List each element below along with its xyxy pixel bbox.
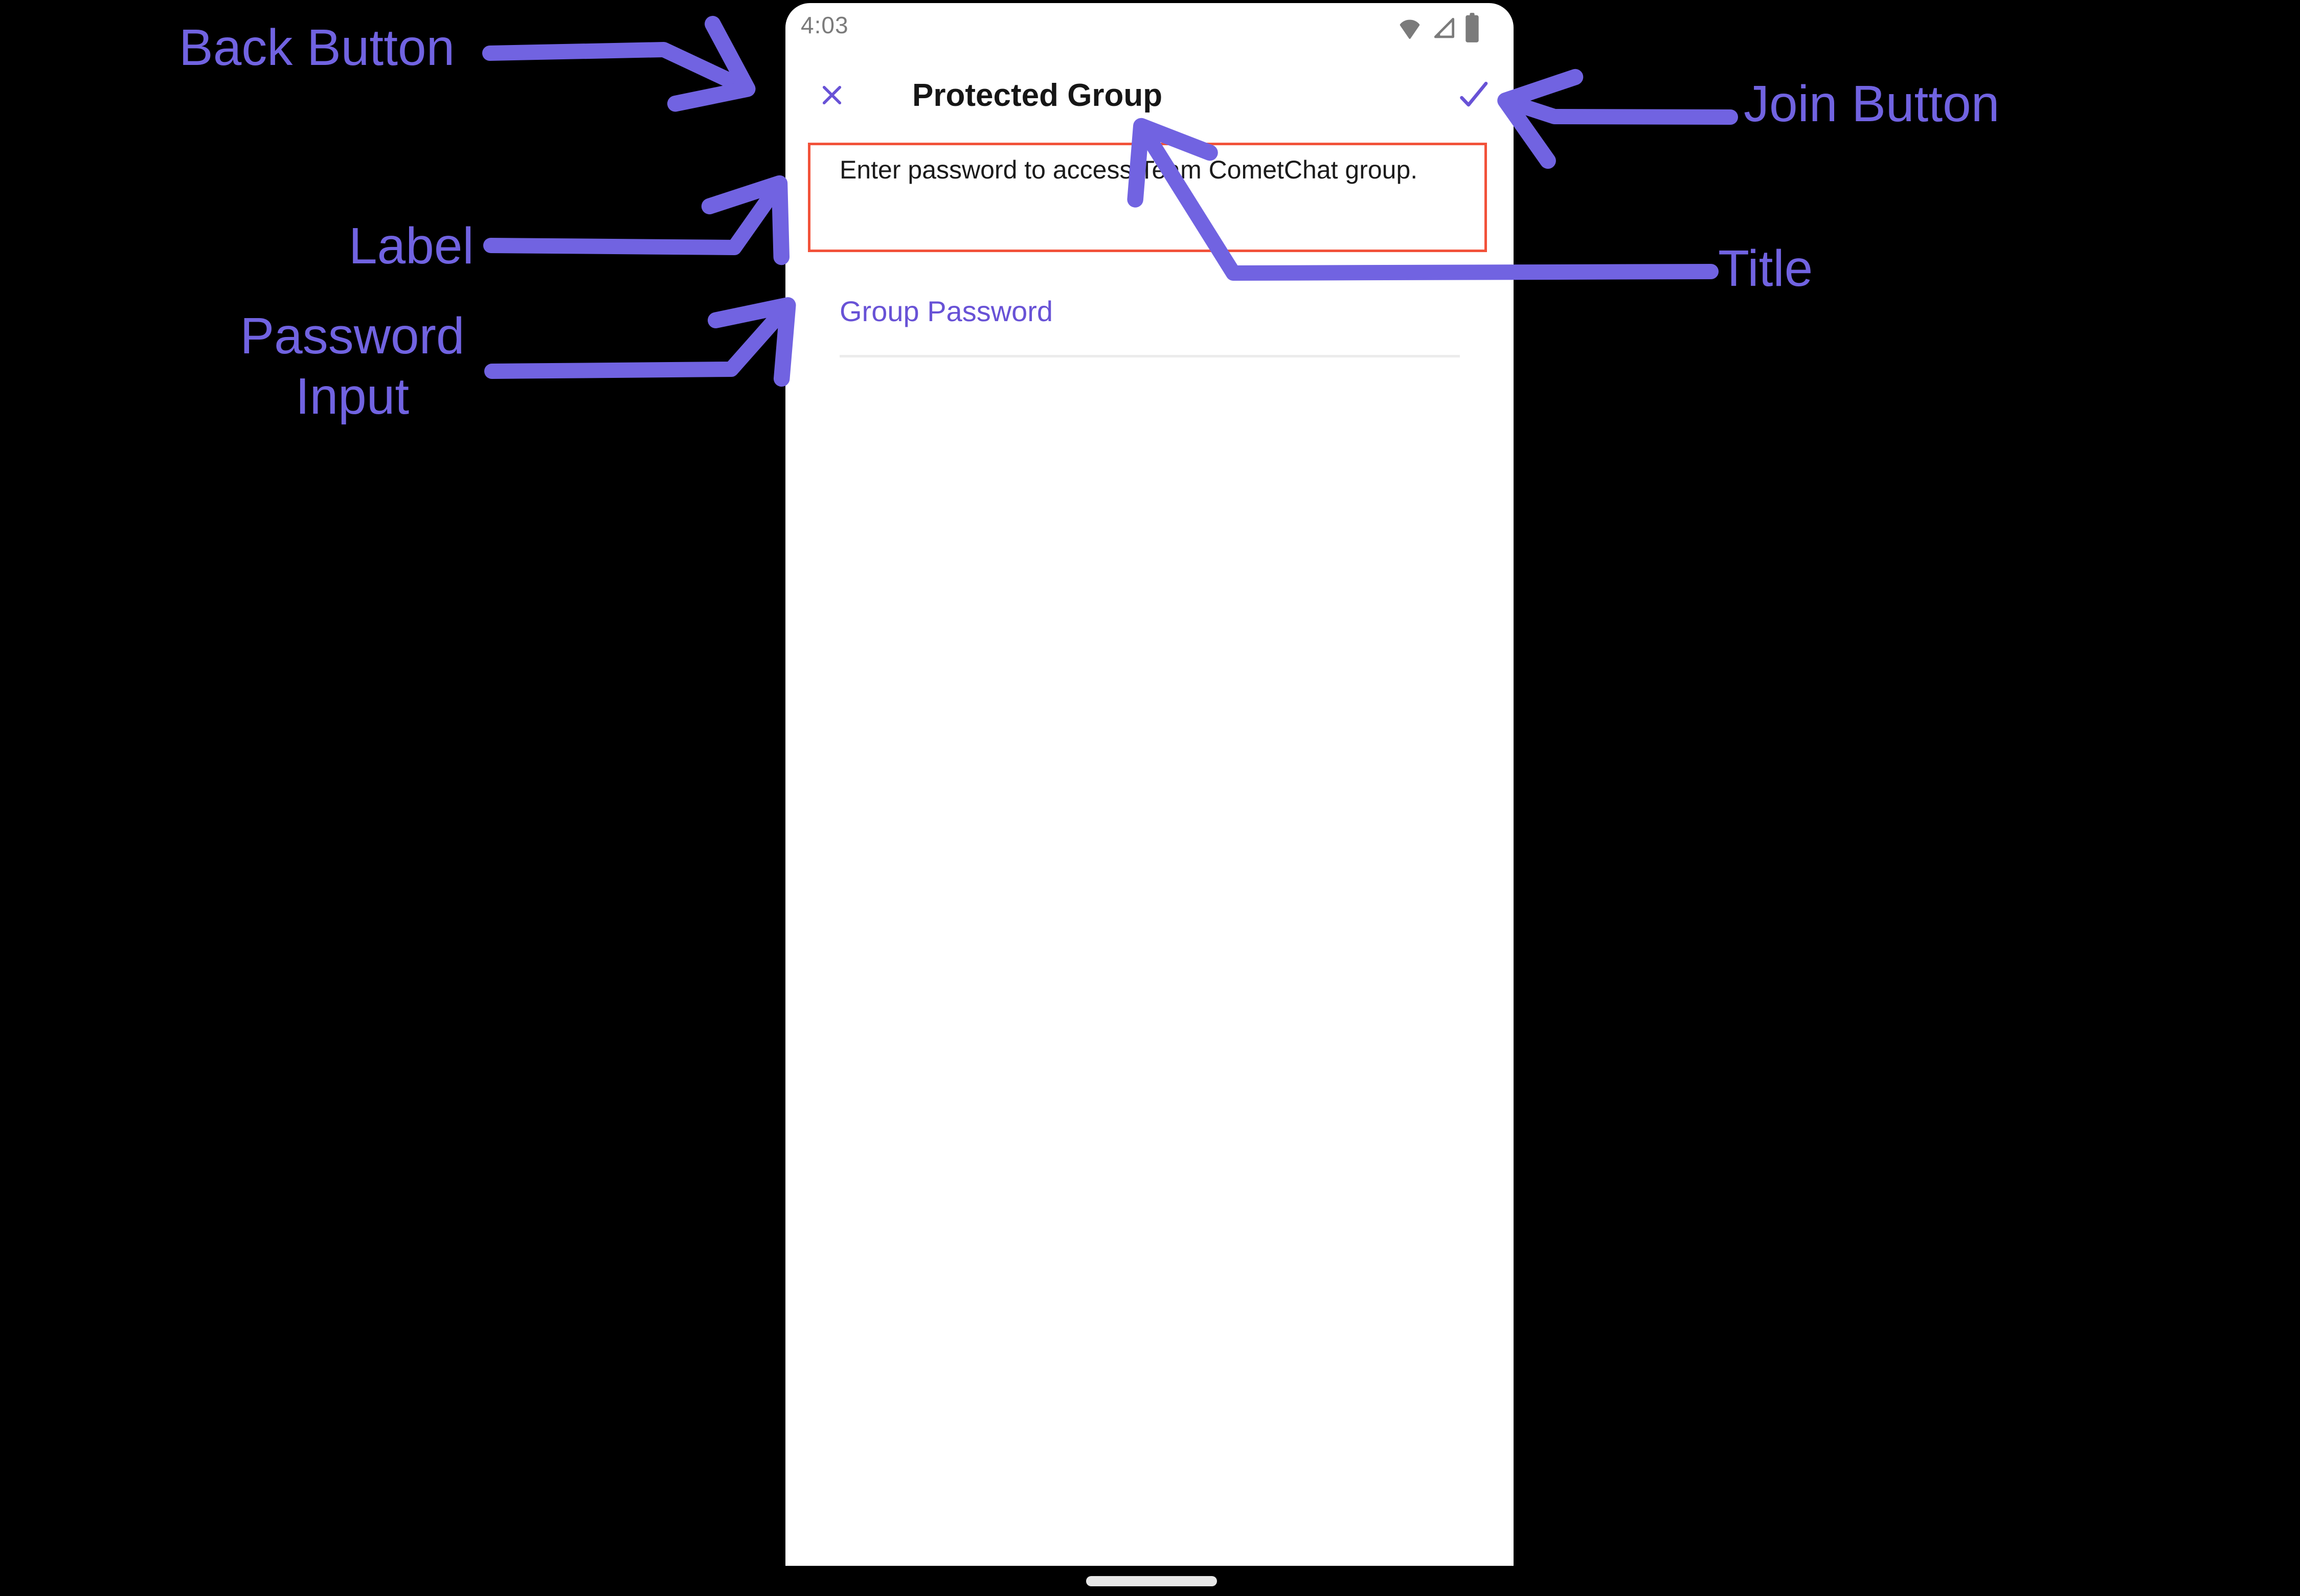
annotation-label: Label [349, 217, 474, 275]
annotation-password-input-line2: Input [295, 368, 410, 425]
cell-signal-icon [1434, 17, 1455, 38]
phone-screen: 4:03 [785, 3, 1514, 1566]
status-time: 4:03 [801, 12, 849, 38]
back-button-arrow [482, 16, 756, 112]
annotation-password-input: Password Input [233, 306, 471, 426]
checkmark-icon [1460, 81, 1488, 107]
group-password-floating-label: Group Password [840, 295, 1053, 327]
status-icons [1396, 12, 1481, 43]
annotation-back-button: Back Button [179, 19, 455, 76]
toolbar: Protected Group [785, 53, 1514, 137]
battery-icon [1465, 13, 1479, 42]
label-highlight-box [808, 143, 1487, 252]
back-close-button[interactable] [818, 81, 846, 109]
annotation-password-input-line1: Password [240, 307, 465, 365]
password-input-arrow [484, 297, 796, 387]
join-button-arrow [1497, 69, 1738, 169]
group-password-input[interactable]: Group Password [840, 287, 1460, 357]
close-x-icon [822, 85, 842, 105]
annotation-title: Title [1718, 240, 1813, 297]
wifi-icon [1400, 19, 1420, 39]
home-indicator-handle[interactable] [1086, 1576, 1217, 1586]
label-arrow [483, 175, 790, 265]
annotation-join-button: Join Button [1744, 75, 2000, 132]
status-bar: 4:03 [785, 3, 1514, 48]
join-confirm-button[interactable] [1454, 76, 1493, 115]
page-title: Protected Group [912, 77, 1163, 113]
